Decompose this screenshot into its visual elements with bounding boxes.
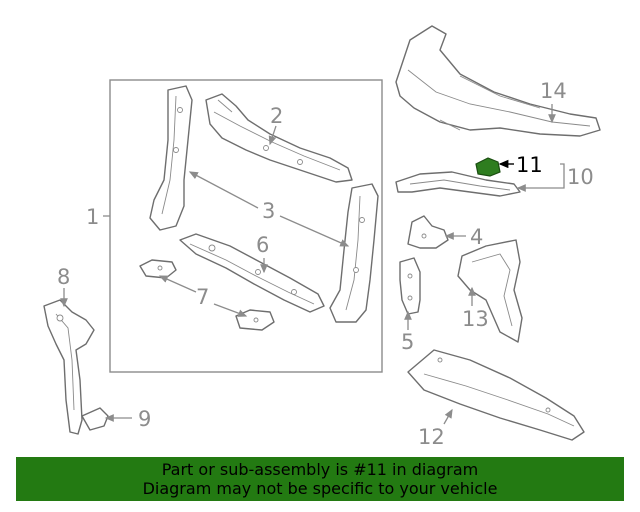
leader-3-right	[279, 215, 350, 247]
part-12-undercover[interactable]	[407, 349, 585, 441]
assembly-box	[109, 79, 383, 373]
info-banner: Part or sub-assembly is #11 in diagram D…	[16, 457, 624, 501]
banner-line-2: Diagram may not be specific to your vehi…	[142, 479, 498, 498]
part-7-bracket-left[interactable]	[139, 259, 177, 279]
callout-9: 9	[138, 407, 151, 431]
part-7-bracket-right[interactable]	[235, 309, 275, 331]
callout-1: 1	[86, 205, 99, 229]
banner-line-1: Part or sub-assembly is #11 in diagram	[161, 460, 479, 479]
callout-12: 12	[418, 425, 445, 449]
callout-2: 2	[270, 104, 283, 128]
part-13-air-guide[interactable]	[457, 239, 523, 343]
part-3-right-support[interactable]	[329, 183, 379, 323]
callout-7: 7	[196, 285, 209, 309]
callout-8: 8	[57, 265, 70, 289]
part-9-clip[interactable]	[81, 407, 109, 431]
callout-13: 13	[462, 307, 489, 331]
callout-5: 5	[401, 330, 414, 354]
part-5-bracket[interactable]	[399, 257, 421, 315]
part-14-upper-cover[interactable]	[395, 25, 601, 137]
leader-3-left	[188, 171, 259, 209]
part-4-bracket[interactable]	[407, 215, 449, 249]
parts-diagram: 1 2 3 4 5 6 7 8 9 10 11 12 13 14	[43, 25, 601, 449]
part-10-deflector[interactable]	[395, 171, 521, 197]
part-6-lower-tie-bar[interactable]	[179, 233, 325, 313]
leader-2	[268, 125, 277, 146]
part-8-side-bracket[interactable]	[43, 299, 95, 435]
leader-10-bracket	[560, 163, 565, 189]
callout-4: 4	[470, 225, 483, 249]
callout-14: 14	[540, 79, 567, 103]
leader-7-left	[158, 275, 197, 293]
leader-12	[443, 408, 453, 425]
part-3-left-support[interactable]	[149, 85, 193, 231]
callout-11-highlighted: 11	[516, 153, 543, 177]
part-11-seal-highlighted[interactable]	[475, 157, 501, 177]
callout-3: 3	[262, 199, 275, 223]
callout-6: 6	[256, 233, 269, 257]
callout-10: 10	[567, 165, 594, 189]
leader-7-right	[213, 303, 248, 317]
